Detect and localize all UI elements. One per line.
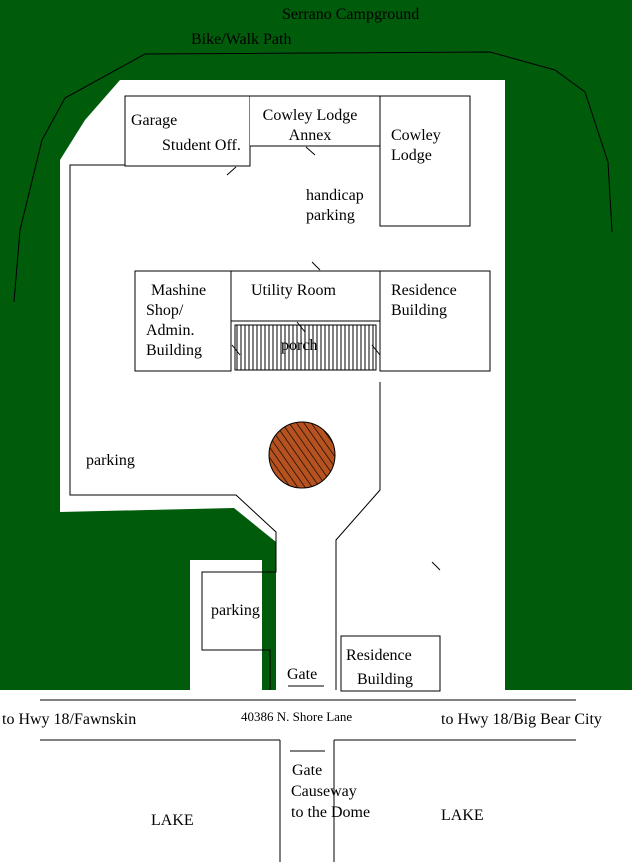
residence-bottom-line2: Building bbox=[357, 671, 414, 688]
machine-shop-line4: Building bbox=[146, 342, 203, 359]
handicap-label-line2: parking bbox=[306, 207, 355, 224]
lower-parking-clearing bbox=[190, 560, 262, 690]
porch-tick bbox=[371, 344, 381, 356]
residence-building-bottom bbox=[340, 635, 441, 692]
machine-shop-line3: Admin. bbox=[146, 322, 195, 339]
student-office-label: Student Off. bbox=[162, 137, 241, 154]
residence-top-line1: Residence bbox=[391, 282, 457, 299]
porch-label: porch bbox=[281, 337, 318, 354]
causeway-label: Causeway to the Dome bbox=[291, 782, 370, 823]
parking-left-label: parking bbox=[86, 452, 135, 469]
utility-room-building bbox=[230, 270, 381, 322]
campus-grounds bbox=[60, 80, 505, 690]
road-left-label: to Hwy 18/Fawnskin bbox=[2, 711, 137, 728]
lodge-label: Cowley Lodge bbox=[391, 126, 441, 166]
garage-label: Garage bbox=[131, 112, 178, 129]
bike-walk-path bbox=[13, 51, 613, 303]
road-right-label: to Hwy 18/Big Bear City bbox=[441, 711, 602, 728]
entry-tick bbox=[311, 261, 321, 271]
entry-tick bbox=[431, 561, 441, 571]
driveway-left-edge bbox=[335, 382, 381, 690]
machine-shop-line1: Mashine bbox=[151, 282, 207, 299]
parking-strip-outline bbox=[69, 164, 277, 690]
campground-label: Serrano Campground bbox=[282, 6, 420, 23]
annex-label-line1: Cowley Lodge bbox=[262, 107, 358, 124]
address-label: 40386 N. Shore Lane bbox=[241, 709, 353, 724]
porch-tick bbox=[296, 321, 306, 333]
machine-shop-line2: Shop/ bbox=[146, 302, 184, 319]
tree-circle bbox=[268, 421, 336, 489]
porch-tick bbox=[231, 344, 241, 356]
residence-bottom-label: Residence Building bbox=[346, 646, 413, 690]
gate-top-label: Gate bbox=[287, 666, 318, 683]
handicap-parking-label: handicap parking bbox=[306, 186, 364, 226]
machine-shop-building bbox=[134, 270, 232, 372]
residence-top-line2: Building bbox=[391, 302, 448, 319]
causeway-line1: Causeway bbox=[291, 783, 357, 800]
lake-right-label: LAKE bbox=[441, 807, 484, 824]
residence-building-top bbox=[379, 270, 491, 372]
residence-top-label: Residence Building bbox=[391, 281, 457, 321]
porch bbox=[234, 324, 377, 371]
lake-left-label: LAKE bbox=[151, 812, 194, 829]
utility-room-label: Utility Room bbox=[251, 282, 336, 299]
residence-bottom-line1: Residence bbox=[346, 647, 412, 664]
cowley-lodge-building bbox=[379, 95, 471, 227]
entry-tick bbox=[226, 166, 237, 176]
lodge-label-line2: Lodge bbox=[391, 147, 432, 164]
causeway-line2: to the Dome bbox=[291, 804, 371, 821]
annex-label: Cowley Lodge Annex bbox=[252, 106, 368, 146]
annex-label-line2: Annex bbox=[288, 127, 332, 144]
lodge-label-line1: Cowley bbox=[391, 127, 441, 144]
parking-lower-label: parking bbox=[211, 602, 260, 619]
handicap-label-line1: handicap bbox=[306, 187, 364, 204]
machine-shop-label: Mashine Shop/ Admin. Building bbox=[146, 281, 206, 361]
entry-tick bbox=[305, 146, 316, 156]
gate-bottom-label: Gate bbox=[292, 762, 323, 779]
bike-path-label: Bike/Walk Path bbox=[191, 31, 292, 48]
